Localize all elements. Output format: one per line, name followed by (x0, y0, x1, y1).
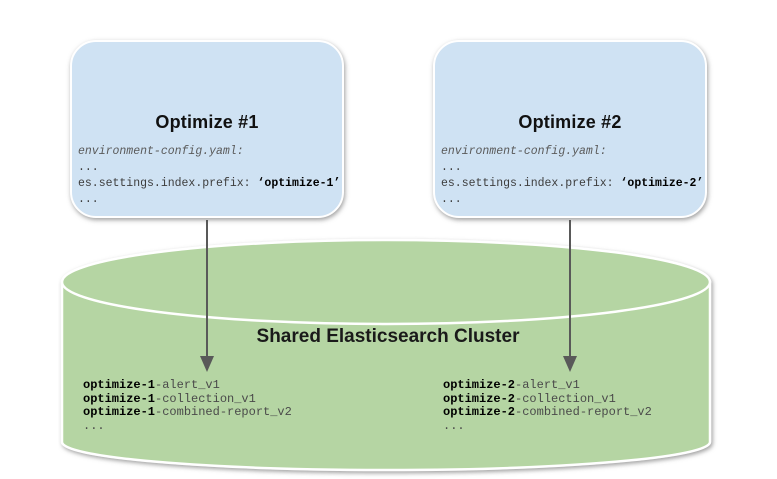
index-ellipsis: ... (443, 418, 465, 433)
index-line: optimize-2-combined-report_v2 (443, 405, 652, 420)
index-suffix: -combined-report_v2 (155, 405, 292, 419)
config-dots: ... (78, 161, 99, 174)
index-suffix: -collection_v1 (515, 391, 616, 406)
index-line: optimize-2-alert_v1 (443, 378, 652, 393)
setting-value: ‘optimize-1’ (257, 177, 341, 190)
cluster-title: Shared Elasticsearch Cluster (256, 326, 520, 347)
setting-value: ‘optimize-2’ (620, 177, 704, 190)
index-line: optimize-1-alert_v1 (83, 378, 292, 393)
index-prefix: optimize-1 (83, 378, 156, 392)
index-line: optimize-1-combined-report_v2 (83, 405, 292, 420)
index-prefix: optimize-2 (443, 378, 516, 392)
index-suffix: -alert_v1 (515, 378, 580, 392)
index-prefix: optimize-1 (83, 391, 156, 406)
elasticsearch-cylinder (60, 238, 712, 472)
config-file-line: environment-config.yaml: (78, 145, 244, 158)
config-dots: ... (441, 193, 462, 206)
index-suffix: -combined-report_v2 (515, 405, 652, 419)
cylinder-body (60, 280, 712, 472)
node-title: Optimize #2 (518, 112, 622, 132)
index-suffix: -alert_v1 (155, 378, 220, 392)
node-config: environment-config.yaml: ... es.settings… (72, 144, 342, 208)
index-prefix: optimize-2 (443, 405, 516, 419)
config-setting-line: es.settings.index.prefix: ‘optimize-2’ (441, 176, 705, 192)
cylinder-top-ellipse (60, 238, 712, 326)
optimize-1-node: Optimize #1 environment-config.yaml: ...… (70, 40, 344, 218)
config-file-line: environment-config.yaml: (441, 145, 607, 158)
index-list-optimize-1: optimize-1-alert_v1 optimize-1-collectio… (83, 378, 292, 433)
setting-key: es.settings.index.prefix: (78, 177, 251, 190)
index-ellipsis: ... (83, 418, 105, 433)
config-setting-line: es.settings.index.prefix: ‘optimize-1’ (78, 176, 342, 192)
config-dots: ... (78, 193, 99, 206)
setting-key: es.settings.index.prefix: (441, 177, 614, 190)
config-dots: ... (441, 161, 462, 174)
index-line: optimize-1-collection_v1 (83, 391, 292, 407)
index-line: optimize-2-collection_v1 (443, 391, 652, 407)
index-suffix: -collection_v1 (155, 391, 256, 406)
optimize-2-node: Optimize #2 environment-config.yaml: ...… (433, 40, 707, 218)
node-config: environment-config.yaml: ... es.settings… (435, 144, 705, 208)
index-list-optimize-2: optimize-2-alert_v1 optimize-2-collectio… (443, 378, 652, 433)
index-prefix: optimize-1 (83, 405, 156, 419)
index-prefix: optimize-2 (443, 391, 516, 406)
node-title: Optimize #1 (155, 112, 259, 132)
